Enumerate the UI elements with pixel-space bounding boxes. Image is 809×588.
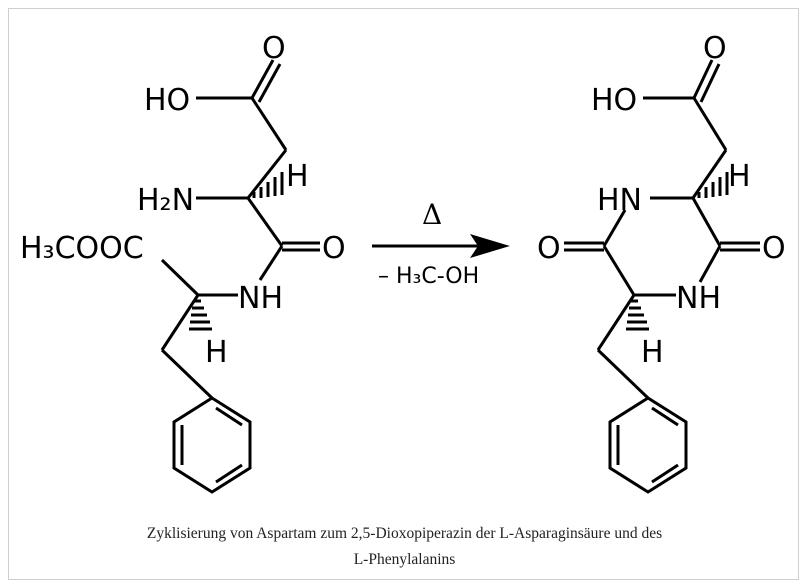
arrow-head-icon	[470, 234, 510, 258]
p-ring-bond-n4-c5	[602, 209, 627, 247]
bond-c-o-double-b	[257, 63, 282, 103]
caption-line-2: L-Phenylalanins	[353, 551, 456, 568]
hashed-wedge-h-top	[252, 172, 284, 198]
figure-caption: Zyklisierung von Aspartam zum 2,5-Dioxop…	[20, 521, 789, 573]
bond-ester-cphe	[160, 258, 200, 297]
bond-ch2-calpha	[246, 149, 288, 199]
label-alpha-h: H	[286, 159, 309, 194]
p-label-hn: HN	[597, 183, 642, 218]
p-bond-cooh-ch2	[692, 97, 728, 151]
label-phe-h: H	[205, 335, 228, 370]
label-ester: H₃COOC	[20, 231, 144, 266]
bond-cphe-ch2	[160, 294, 200, 351]
p-ring-bond-n1-c2	[698, 245, 722, 283]
bond-cooh-ch2	[250, 97, 288, 151]
p-hashed-wedge-h-top	[697, 172, 729, 198]
bond-ch2-ring	[160, 348, 214, 400]
label-h2n: H₂N	[137, 183, 194, 218]
label-amide-o: O	[322, 231, 346, 266]
bond-c-o-double-a	[250, 59, 275, 99]
p-benzene-ring	[608, 396, 688, 494]
p-label-right-o: O	[762, 231, 786, 266]
caption-line-1: Zyklisierung von Aspartam zum 2,5-Dioxop…	[146, 525, 663, 542]
p-label-phe-h: H	[641, 335, 664, 370]
p-label-alpha-h: H	[728, 159, 751, 194]
benzene-double-2	[215, 463, 243, 484]
p-benzene-double-1	[651, 406, 679, 427]
benzene-ring	[172, 396, 252, 494]
p-ring-bond-c5-c6	[602, 245, 636, 296]
p-hashed-wedge-h-bottom	[626, 299, 649, 331]
reaction-scheme: HO O H₂N H H₃COOC O NH H Δ – H₃C-OH	[20, 31, 786, 494]
p-bond-c6-ch2	[596, 294, 636, 351]
reaction-arrow: Δ – H₃C-OH	[372, 198, 510, 289]
bond-camide-n	[258, 245, 284, 281]
label-ho: HO	[144, 83, 190, 118]
p-bond-ch2-ring	[691, 149, 728, 199]
arrow-label-heat: Δ	[422, 198, 442, 231]
p-bond-c-o-double-a	[692, 59, 714, 99]
p-label-acid-o: O	[703, 31, 727, 66]
p-ring-bond-c2-c3	[691, 197, 722, 247]
p-bond-ch2-ring	[596, 348, 650, 400]
arrow-label-methanol: – H₃C-OH	[378, 264, 479, 289]
p-bond-c-o-double-b	[699, 63, 721, 103]
p-benzene-double-2	[651, 463, 679, 484]
benzene-double-1	[215, 406, 243, 427]
diketopiperazine-molecule: HO O H HN O O NH H	[537, 31, 786, 494]
p-label-nh: NH	[676, 281, 721, 316]
aspartame-molecule: HO O H₂N H H₃COOC O NH H	[20, 31, 346, 494]
label-acid-o: O	[262, 31, 286, 66]
p-label-ho: HO	[591, 83, 637, 118]
p-label-left-o: O	[537, 231, 561, 266]
label-nh: NH	[238, 281, 283, 316]
bond-calpha-camide	[246, 197, 284, 247]
